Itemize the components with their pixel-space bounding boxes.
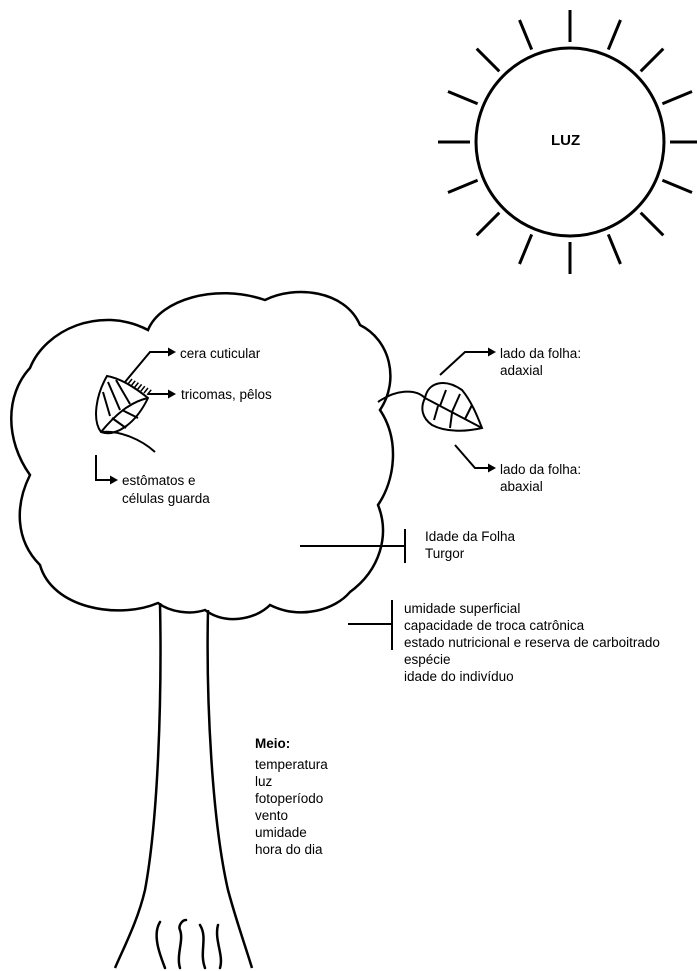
leaf-outside-icon bbox=[378, 383, 482, 431]
label-stomata-line1: estômatos e bbox=[122, 472, 196, 489]
tree-crown bbox=[11, 292, 393, 619]
label-trichomes: tricomas, pêlos bbox=[181, 386, 272, 403]
plant-factor-item: espécie bbox=[404, 651, 660, 668]
environment-item: vento bbox=[255, 807, 328, 824]
tree-roots bbox=[157, 920, 221, 968]
sun-ray bbox=[477, 213, 500, 236]
environment-item: temperatura bbox=[255, 756, 328, 773]
sun-ray bbox=[477, 49, 500, 72]
label-abaxial-line1: lado da folha: bbox=[500, 461, 581, 478]
environment-title: Meio: bbox=[255, 735, 328, 752]
label-abaxial-line2: abaxial bbox=[500, 478, 543, 495]
plant-factor-item: umidade superficial bbox=[404, 600, 660, 617]
label-adaxial-line2: adaxial bbox=[500, 362, 543, 379]
leaf-factors-list: Idade da Folha Turgor bbox=[425, 528, 515, 562]
sun-ray bbox=[448, 180, 478, 192]
leaf-factor-item: Turgor bbox=[425, 545, 515, 562]
sun-ray bbox=[608, 20, 620, 50]
environment-item: umidade bbox=[255, 824, 328, 841]
sun-ray bbox=[662, 180, 692, 192]
plant-factors-list: umidade superficial capacidade de troca … bbox=[404, 600, 660, 685]
plant-factor-item: capacidade de troca catrônica bbox=[404, 617, 660, 634]
label-stomata-line2: células guarda bbox=[122, 490, 210, 507]
sun-ray bbox=[608, 234, 620, 264]
environment-block: Meio: temperatura luz fotoperíodo vento … bbox=[255, 735, 328, 858]
sun-ray bbox=[662, 92, 692, 104]
sun-label: LUZ bbox=[551, 132, 580, 149]
label-cuticle: cera cuticular bbox=[180, 345, 260, 362]
sun-ray bbox=[448, 92, 478, 104]
plant-factor-item: idade do indivíduo bbox=[404, 668, 660, 685]
sun-ray bbox=[520, 234, 532, 264]
plant-factor-item: estado nutricional e reserva de carboitr… bbox=[404, 634, 660, 651]
sun-ray bbox=[520, 20, 532, 50]
label-adaxial-line1: lado da folha: bbox=[500, 345, 581, 362]
tree-trunk bbox=[115, 603, 252, 968]
environment-item: fotoperíodo bbox=[255, 790, 328, 807]
sun-ray bbox=[641, 49, 664, 72]
environment-item: luz bbox=[255, 773, 328, 790]
environment-item: hora do dia bbox=[255, 841, 328, 858]
leaf-factor-item: Idade da Folha bbox=[425, 528, 515, 545]
sun-ray bbox=[641, 213, 664, 236]
